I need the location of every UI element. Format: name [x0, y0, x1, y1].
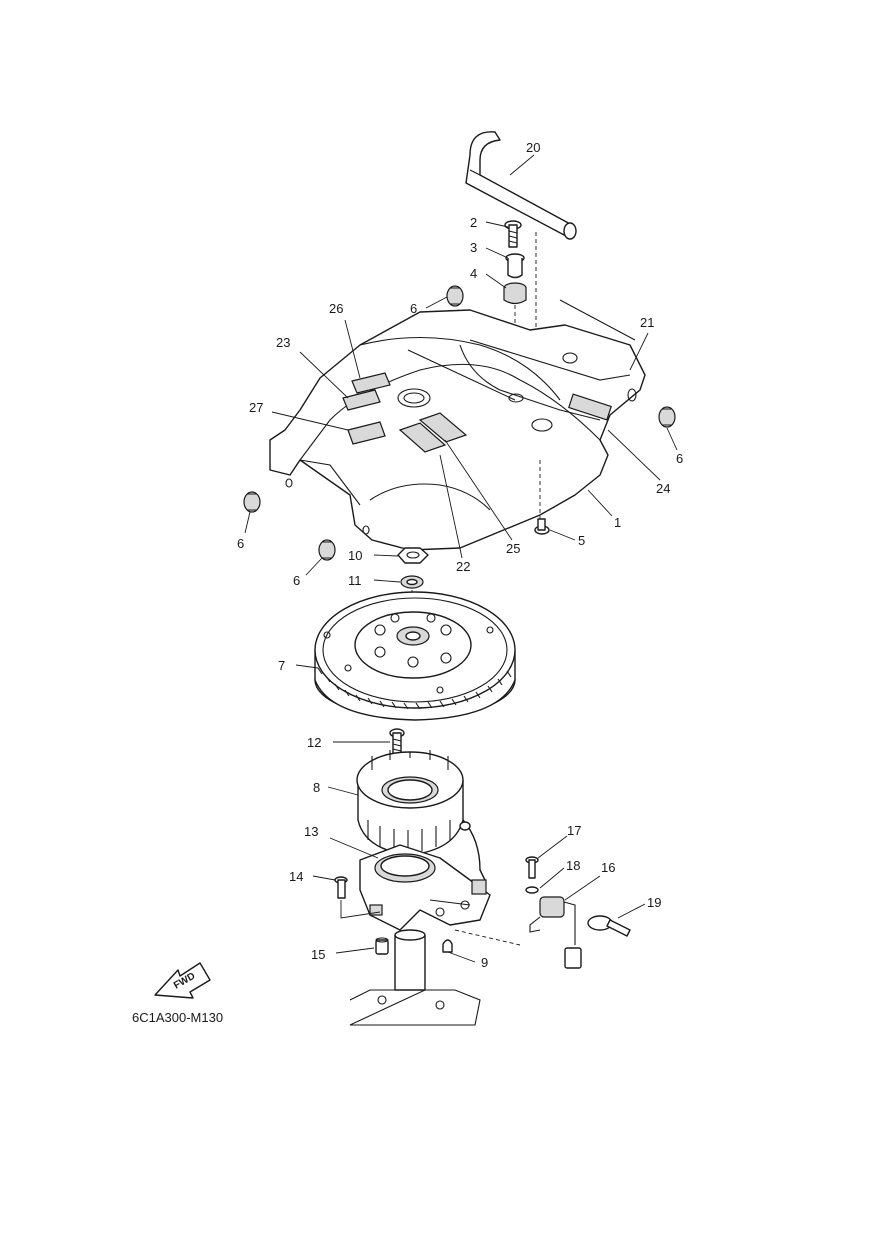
callout-13: 13: [304, 824, 318, 839]
collar-part-3: [505, 253, 525, 279]
bolt-part-14: [334, 876, 348, 899]
key-part-9: [442, 939, 453, 953]
callout-9: 9: [481, 955, 488, 970]
callout-27: 27: [249, 400, 263, 415]
decal-part-22: [398, 422, 447, 453]
callout-12: 12: [307, 735, 321, 750]
callout-labels: 1 2 3 4 5 6 6 6 6 7 8 9 10 11 12 13 14 1…: [237, 140, 683, 970]
diagram-code: 6C1A300-M130: [132, 1010, 223, 1025]
stator-part-8: [356, 750, 486, 881]
callout-7: 7: [278, 658, 285, 673]
callout-19: 19: [647, 895, 661, 910]
callout-26: 26: [329, 301, 343, 316]
grommet-part-6-right: [658, 406, 676, 428]
leader-lines: [244, 154, 678, 963]
washer-part-11: [400, 575, 424, 589]
flywheel-part-7: [314, 591, 516, 721]
callout-22: 22: [456, 559, 470, 574]
callout-2: 2: [470, 215, 477, 230]
fwd-arrow-icon: FWD: [154, 962, 211, 999]
grommet-part-6-bottom: [318, 539, 336, 561]
callout-25: 25: [506, 541, 520, 556]
callout-6-left: 6: [237, 536, 244, 551]
decal-part-25: [418, 412, 468, 443]
hose-part-20: [465, 131, 577, 240]
pulser-coil-part-16: [529, 896, 582, 969]
grommet-part-6-top: [446, 285, 464, 307]
callout-18: 18: [566, 858, 580, 873]
callout-3: 3: [470, 240, 477, 255]
callout-14: 14: [289, 869, 303, 884]
callout-6-top: 6: [410, 301, 417, 316]
decal-part-27: [347, 421, 386, 445]
decal-part-26: [351, 372, 391, 394]
base-plate-part-13: [359, 844, 491, 931]
bolt-part-12: [389, 728, 405, 756]
grommet-part-4: [503, 282, 527, 305]
callout-10: 10: [348, 548, 362, 563]
callout-21: 21: [640, 315, 654, 330]
nut-part-10: [397, 547, 429, 564]
callout-20: 20: [526, 140, 540, 155]
screw-part-5: [534, 518, 550, 535]
callout-15: 15: [311, 947, 325, 962]
crankshaft-base: [349, 929, 481, 1026]
callout-24: 24: [656, 481, 670, 496]
callout-6-right: 6: [676, 451, 683, 466]
screw-part-17: [525, 856, 539, 879]
bolt-part-2: [504, 220, 522, 248]
callout-16: 16: [601, 860, 615, 875]
callout-4: 4: [470, 266, 477, 281]
callout-17: 17: [567, 823, 581, 838]
clamp-part-19: [587, 915, 631, 937]
callout-8: 8: [313, 780, 320, 795]
callout-23: 23: [276, 335, 290, 350]
washer-part-18: [525, 886, 539, 894]
callout-5: 5: [578, 533, 585, 548]
grommet-part-6-left: [243, 491, 261, 513]
callout-1: 1: [614, 515, 621, 530]
callout-11: 11: [348, 573, 362, 588]
callout-6-bottom: 6: [293, 573, 300, 588]
dowel-part-15: [375, 937, 389, 955]
decal-part-23: [342, 389, 381, 411]
